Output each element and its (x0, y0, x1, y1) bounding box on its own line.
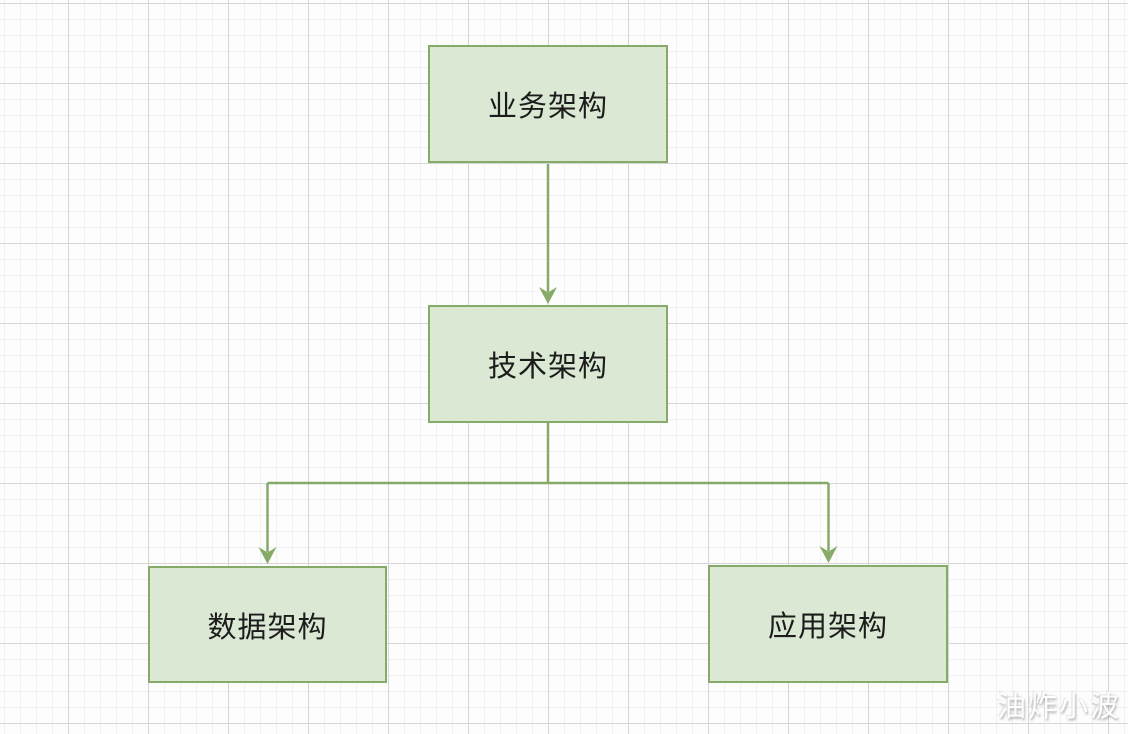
node-label: 应用架构 (767, 611, 888, 643)
node-data-architecture: 数据架构 (148, 566, 387, 683)
node-business-architecture: 业务架构 (428, 45, 668, 163)
edge-technical-to-children (258, 423, 838, 564)
node-application-architecture: 应用架构 (708, 565, 948, 683)
node-label: 技术架构 (487, 351, 608, 383)
node-technical-architecture: 技术架构 (428, 305, 668, 423)
edge-business-to-technical (539, 164, 557, 304)
arrowhead-down-icon (539, 287, 557, 304)
node-label: 业务架构 (487, 91, 608, 123)
node-label: 数据架构 (207, 611, 328, 644)
arrowhead-down-icon (819, 546, 838, 563)
arrowhead-down-icon (258, 547, 277, 564)
watermark: 油炸小波 (996, 691, 1121, 723)
